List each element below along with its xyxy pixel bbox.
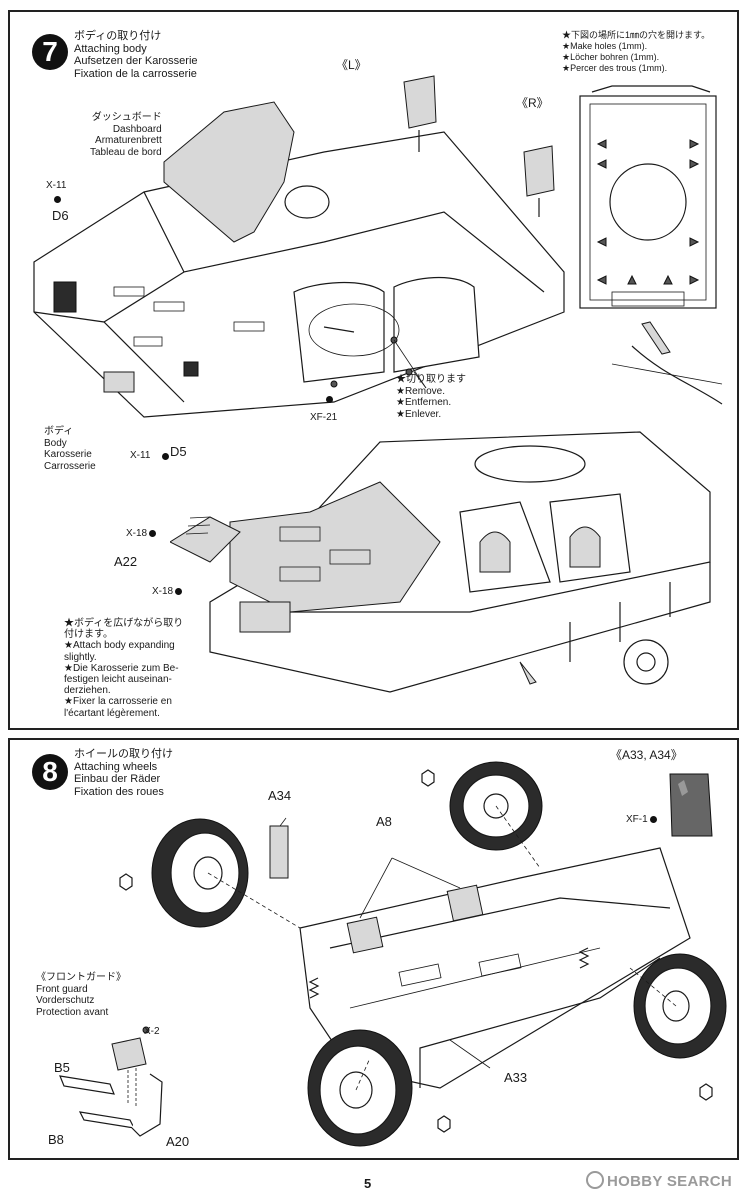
paint-dot-icon [54, 196, 61, 203]
b8-label: B8 [48, 1132, 64, 1147]
front-guard-jp: 《フロントガード》 [36, 972, 126, 983]
dashboard-jp: ダッシュボード [91, 112, 162, 123]
step-7-panel: 7 ボディの取り付け Attaching body Aufsetzen der … [8, 10, 739, 730]
paint-dot-icon [162, 453, 169, 460]
dashboard-label: ダッシュボード Dashboard Armaturenbrett Tableau… [90, 112, 162, 158]
page-number: 5 [364, 1176, 372, 1191]
part-r-label: 《R》 [516, 96, 549, 110]
x11-top-label: X-11 [46, 180, 67, 191]
a20-label: A20 [166, 1134, 190, 1149]
paint-dot-icon [149, 529, 157, 537]
dashboard-en: Dashboard [112, 123, 162, 135]
title-fr: Fixation des roues [74, 785, 164, 798]
a8-label: A8 [376, 814, 392, 829]
drill-note: ★下図の場所に1㎜の穴を開けます。 ★Make holes (1mm). ★Lö… [562, 30, 710, 74]
drill-note-fr: ★Percer des trous (1mm). [562, 63, 668, 73]
step-title: ホイールの取り付け Attaching wheels Einbau der Rä… [74, 747, 173, 798]
hobby-search-logo-icon [586, 1171, 604, 1189]
d5-label: D5 [170, 444, 187, 459]
title-en: Attaching body [74, 42, 147, 55]
body-fr: Carrosserie [44, 460, 96, 472]
remove-en: ★Remove. [396, 385, 445, 397]
title-de: Einbau der Räder [74, 773, 161, 785]
floor-plan-diagram [579, 85, 723, 405]
attach-note-line: ★Die Karosserie zum Be- [64, 662, 179, 674]
x18-top-label: X-18 [126, 528, 158, 540]
xf21-label: XF-21 [310, 412, 338, 423]
front-guard-label: 《フロントガード》 Front guard Vorderschutz Prote… [36, 972, 126, 1018]
xf1-text: XF-1 [626, 814, 648, 825]
watermark-text: HOBBY SEARCH [607, 1173, 733, 1190]
front-guard-en: Front guard [36, 983, 88, 995]
step-number: 7 [32, 34, 68, 70]
step-8-panel: 8 ホイールの取り付け Attaching wheels Einbau der … [8, 738, 739, 1160]
a33-label: A33 [504, 1070, 528, 1085]
watermark: HOBBY SEARCH [586, 1171, 732, 1190]
x18-bottom-text: X-18 [152, 586, 174, 597]
title-jp: ボディの取り付け [74, 29, 162, 42]
paint-dot-icon [649, 815, 657, 823]
attach-note-line: festigen leicht auseinan- [64, 674, 172, 686]
x18-top-text: X-18 [126, 528, 148, 539]
attach-note-line: ★Fixer la carrosserie en [64, 696, 172, 708]
remove-jp: ★切り取ります [396, 374, 466, 385]
body-de: Karosserie [44, 449, 92, 460]
x18-bottom-label: X-18 [152, 586, 184, 598]
attach-note-line: 付けます。 [64, 629, 113, 641]
step-title: ボディの取り付け Attaching body Aufsetzen der Ka… [74, 29, 198, 80]
wheel-front-right [307, 1029, 413, 1147]
x2-label: X-2 [144, 1026, 160, 1037]
body-jp: ボディ [44, 426, 74, 437]
wheel-rear-right [633, 953, 727, 1059]
title-de: Aufsetzen der Karosserie [74, 55, 198, 67]
title-jp: ホイールの取り付け [74, 747, 173, 760]
title-fr: Fixation de la carrosserie [74, 67, 197, 80]
a22-label: A22 [114, 554, 138, 569]
drill-note-en: ★Make holes (1mm). [562, 41, 648, 51]
remove-label: ★切り取ります ★Remove. ★Entfernen. ★Enlever. [396, 374, 466, 420]
attach-note-line: derziehen. [64, 685, 111, 697]
part-l-label: 《L》 [336, 58, 367, 72]
a33-a34-header: 《A33, A34》 [610, 748, 683, 762]
drill-note-jp: ★下図の場所に1㎜の穴を開けます。 [562, 30, 711, 40]
x11-bottom-label: X-11 [130, 450, 151, 461]
step-number: 8 [32, 754, 68, 790]
body-en: Body [44, 437, 67, 449]
body-mounted-drawing [170, 431, 711, 693]
drill-note-de: ★Löcher bohren (1mm). [562, 52, 660, 62]
attach-note-line: ★ボディを広げながら取り [64, 618, 184, 629]
remove-fr: ★Enlever. [396, 408, 442, 420]
body-label: ボディ Body Karosserie Carrosserie [44, 426, 96, 472]
dashboard-fr: Tableau de bord [90, 146, 162, 158]
body-assembly-drawing [33, 75, 565, 418]
xf1-label: XF-1 [626, 814, 659, 826]
mudflap-painted-diagram [669, 773, 713, 837]
a34-label: A34 [268, 788, 292, 803]
wheel-assembly-drawing [119, 761, 727, 1147]
attach-note-line: l'écartant légèrement. [64, 707, 160, 719]
title-en: Attaching wheels [74, 760, 158, 773]
paint-dot-icon [175, 587, 183, 595]
attach-note-line: ★Attach body expanding [64, 640, 175, 652]
wheel-front-left [151, 818, 249, 928]
remove-de: ★Entfernen. [396, 397, 452, 408]
paint-dot-icon [326, 396, 333, 403]
front-guard-de: Vorderschutz [36, 995, 95, 1006]
dashboard-de: Armaturenbrett [95, 135, 162, 146]
d6-label: D6 [52, 208, 69, 223]
attach-note: ★ボディを広げながら取り 付けます。 ★Attach body expandin… [64, 618, 183, 719]
attach-note-line: slightly. [64, 651, 97, 663]
b5-label: B5 [54, 1060, 70, 1075]
front-guard-diagram [59, 1026, 163, 1137]
front-guard-fr: Protection avant [36, 1006, 109, 1018]
